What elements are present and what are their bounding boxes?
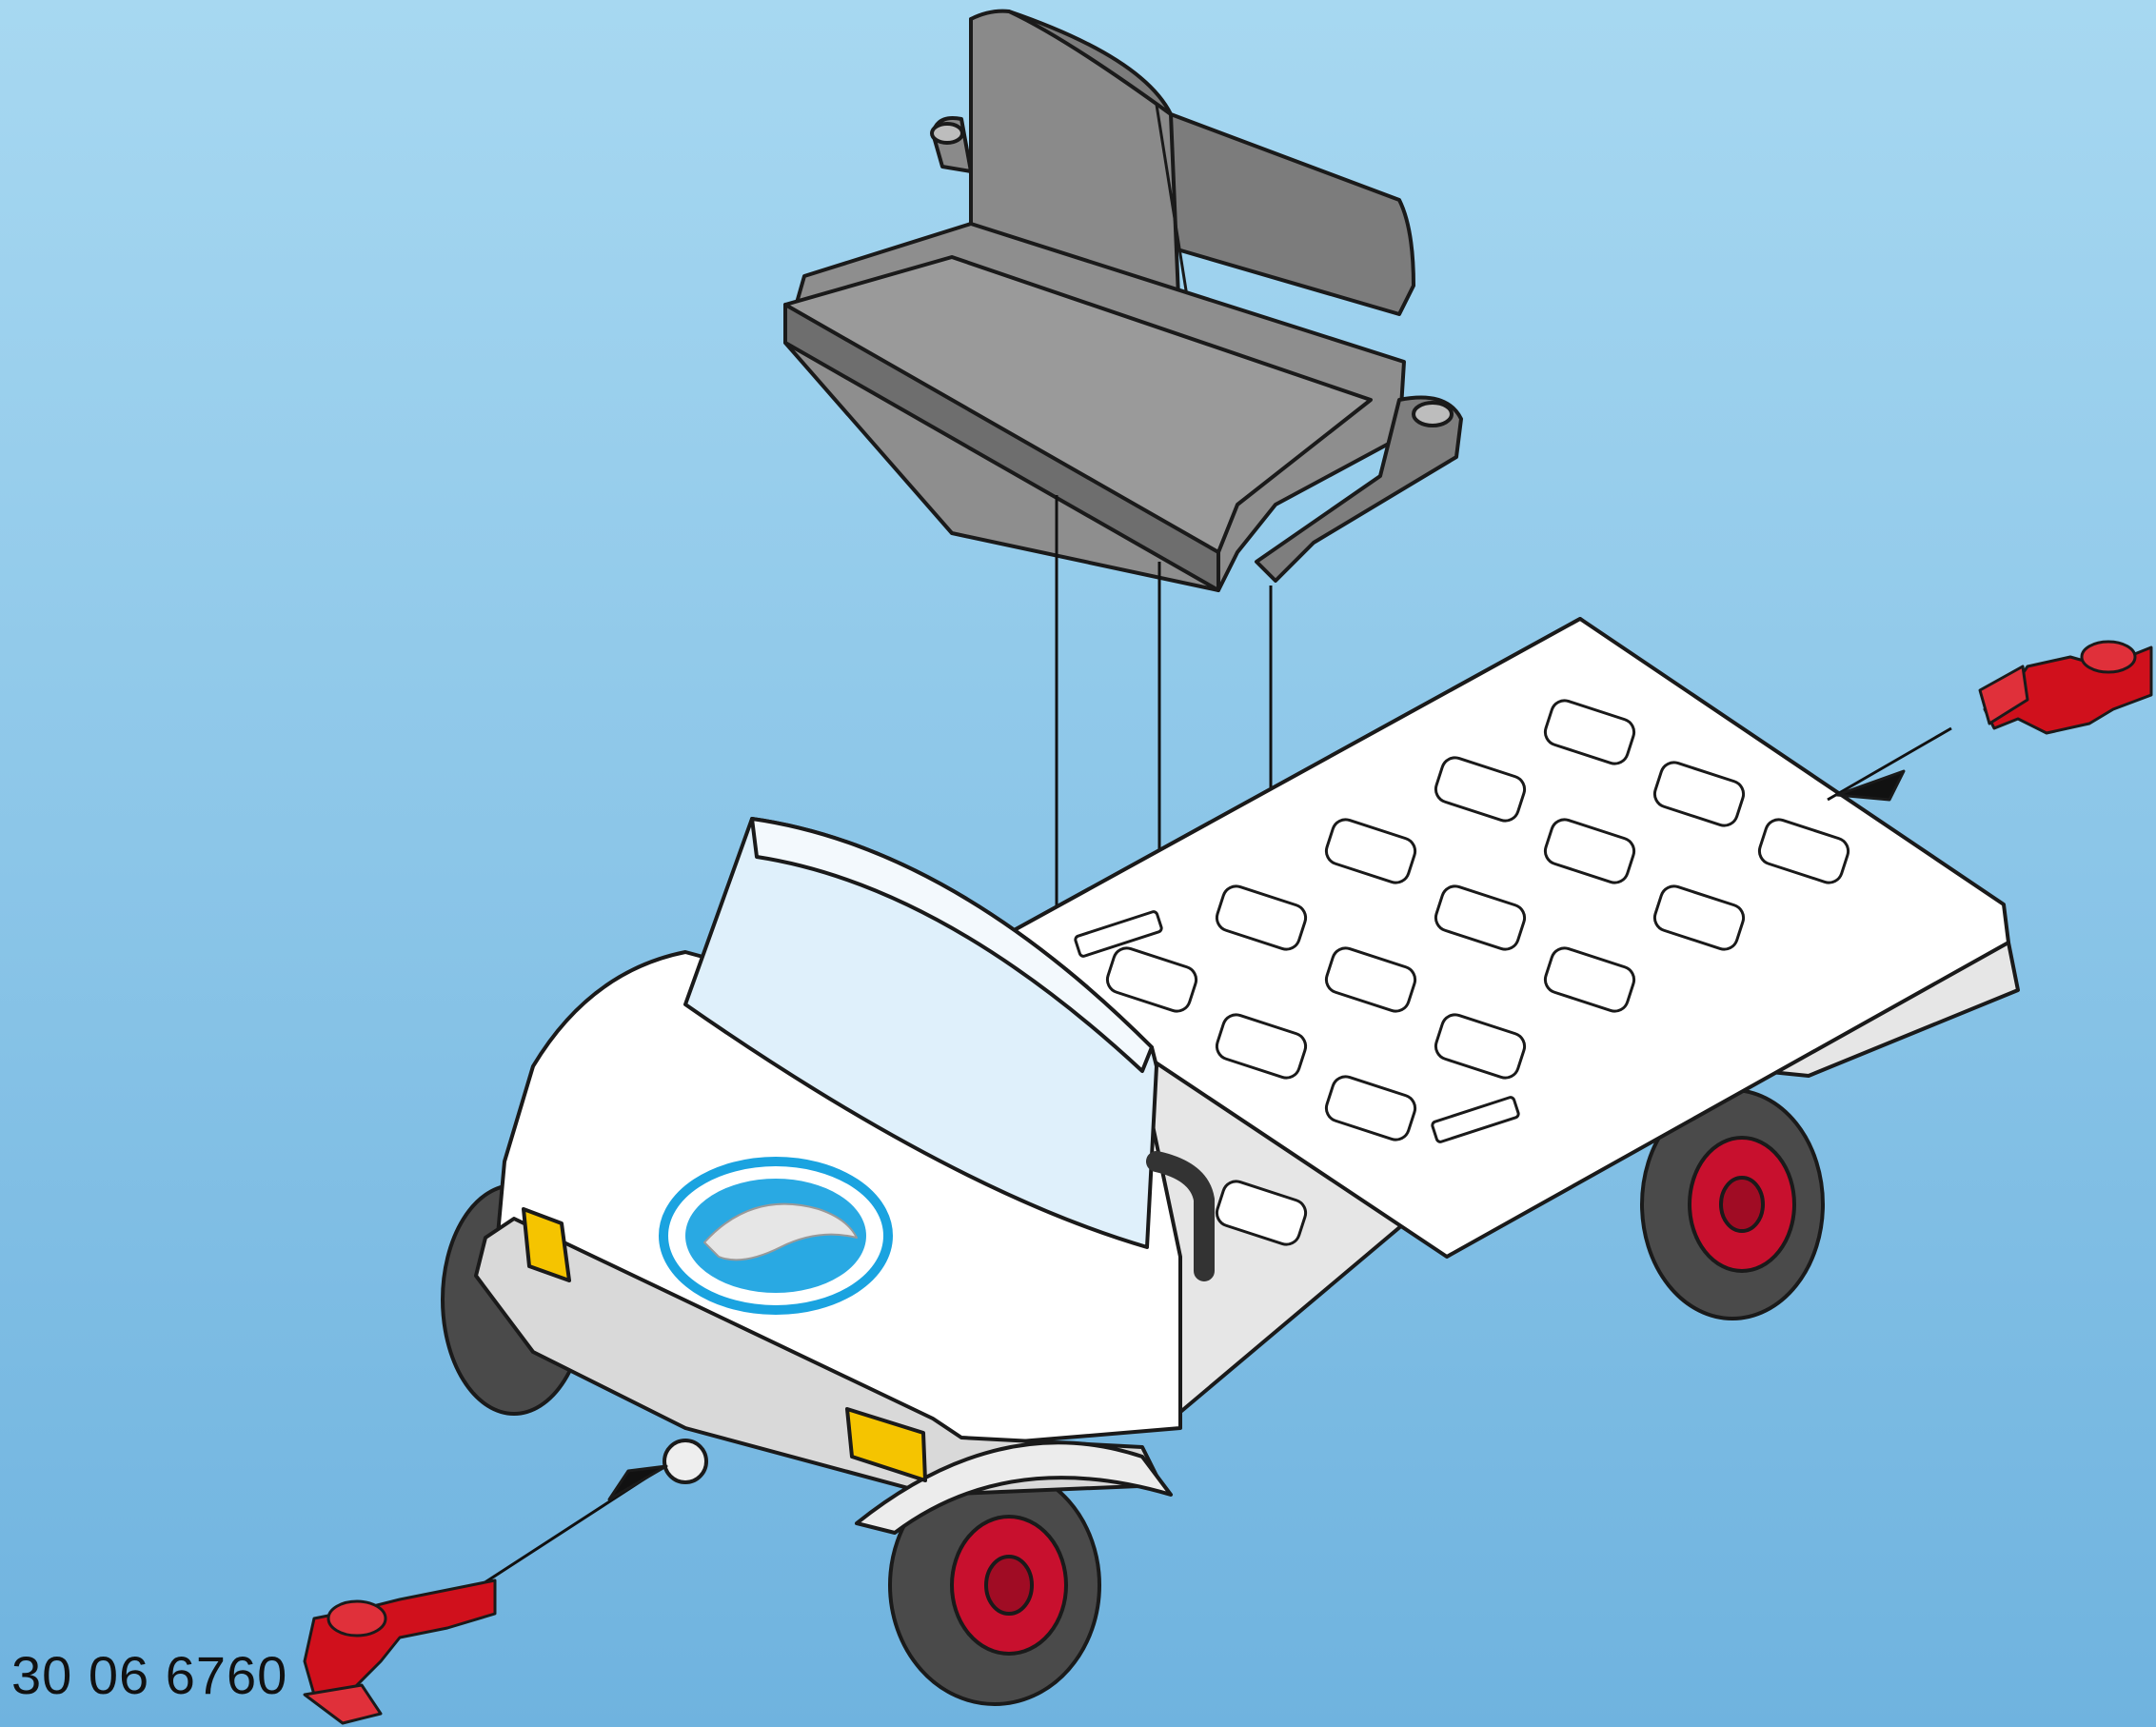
deck-holes <box>1074 699 1850 1246</box>
front-hitch-socket <box>663 1439 708 1484</box>
right-headlight <box>845 1407 927 1482</box>
car-base-part <box>441 617 2020 1706</box>
seat-part <box>783 9 1463 592</box>
rear-hitch-part <box>1827 640 2153 802</box>
front-hitch-part <box>303 1464 668 1725</box>
part-number: 30 06 6760 <box>11 1645 288 1705</box>
left-headlight <box>522 1207 571 1282</box>
